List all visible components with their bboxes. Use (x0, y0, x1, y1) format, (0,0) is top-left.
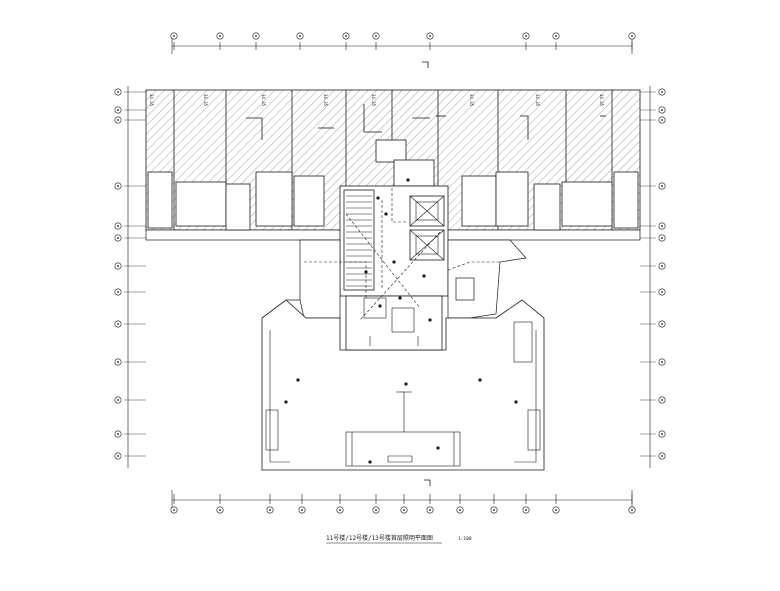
light-fixture (392, 260, 396, 264)
light-fixture (376, 196, 380, 200)
light-fixture (398, 296, 402, 300)
stair-treads (346, 195, 372, 287)
light-fixture (422, 274, 426, 278)
light-fixtures (284, 178, 518, 464)
top-dimension-line (171, 38, 633, 54)
lobby-interior (265, 297, 541, 467)
light-fixture (428, 318, 432, 322)
core-side-wings (285, 239, 527, 319)
unit-label: 34.35 (535, 94, 540, 107)
light-fixture (406, 178, 410, 182)
unit-partitions (147, 90, 639, 231)
unit-label: 34.35 (599, 94, 604, 107)
light-fixture (478, 378, 482, 382)
light-fixture (514, 400, 518, 404)
title-block: 11号楼/12号楼/13号楼首层照明平面图 1:100 (326, 534, 472, 544)
bottom-dimension-line (171, 490, 633, 508)
light-fixture (364, 270, 368, 274)
section-mark-bottom (424, 479, 431, 486)
unit-label: 34.35 (149, 94, 154, 107)
light-fixture (368, 460, 372, 464)
light-fixture (296, 378, 300, 382)
unit-label: 34.35 (203, 94, 208, 107)
right-axis-markers (640, 88, 666, 460)
drawing-scale: 1:100 (458, 536, 472, 542)
unit-label: 34.35 (261, 94, 266, 107)
unit-label: 34.35 (469, 94, 474, 107)
lighting-circuits (304, 188, 500, 321)
light-fixture (436, 446, 440, 450)
light-fixture (378, 304, 382, 308)
top-axis-markers (170, 32, 636, 50)
light-fixture (284, 400, 288, 404)
unit-label: 34.35 (371, 94, 376, 107)
bottom-axis-markers (170, 494, 636, 514)
lobby-block (261, 295, 545, 471)
elevator-cars (409, 195, 445, 261)
section-mark-top (422, 61, 429, 68)
left-axis-markers (114, 88, 146, 460)
unit-labels: 34.35 34.35 34.35 34.35 34.35 34.35 34.3… (149, 94, 604, 107)
drawing-title: 11号楼/12号楼/13号楼首层照明平面图 (326, 534, 433, 542)
light-fixture (384, 212, 388, 216)
light-fixture (404, 382, 408, 386)
unit-label: 34.35 (323, 94, 328, 107)
